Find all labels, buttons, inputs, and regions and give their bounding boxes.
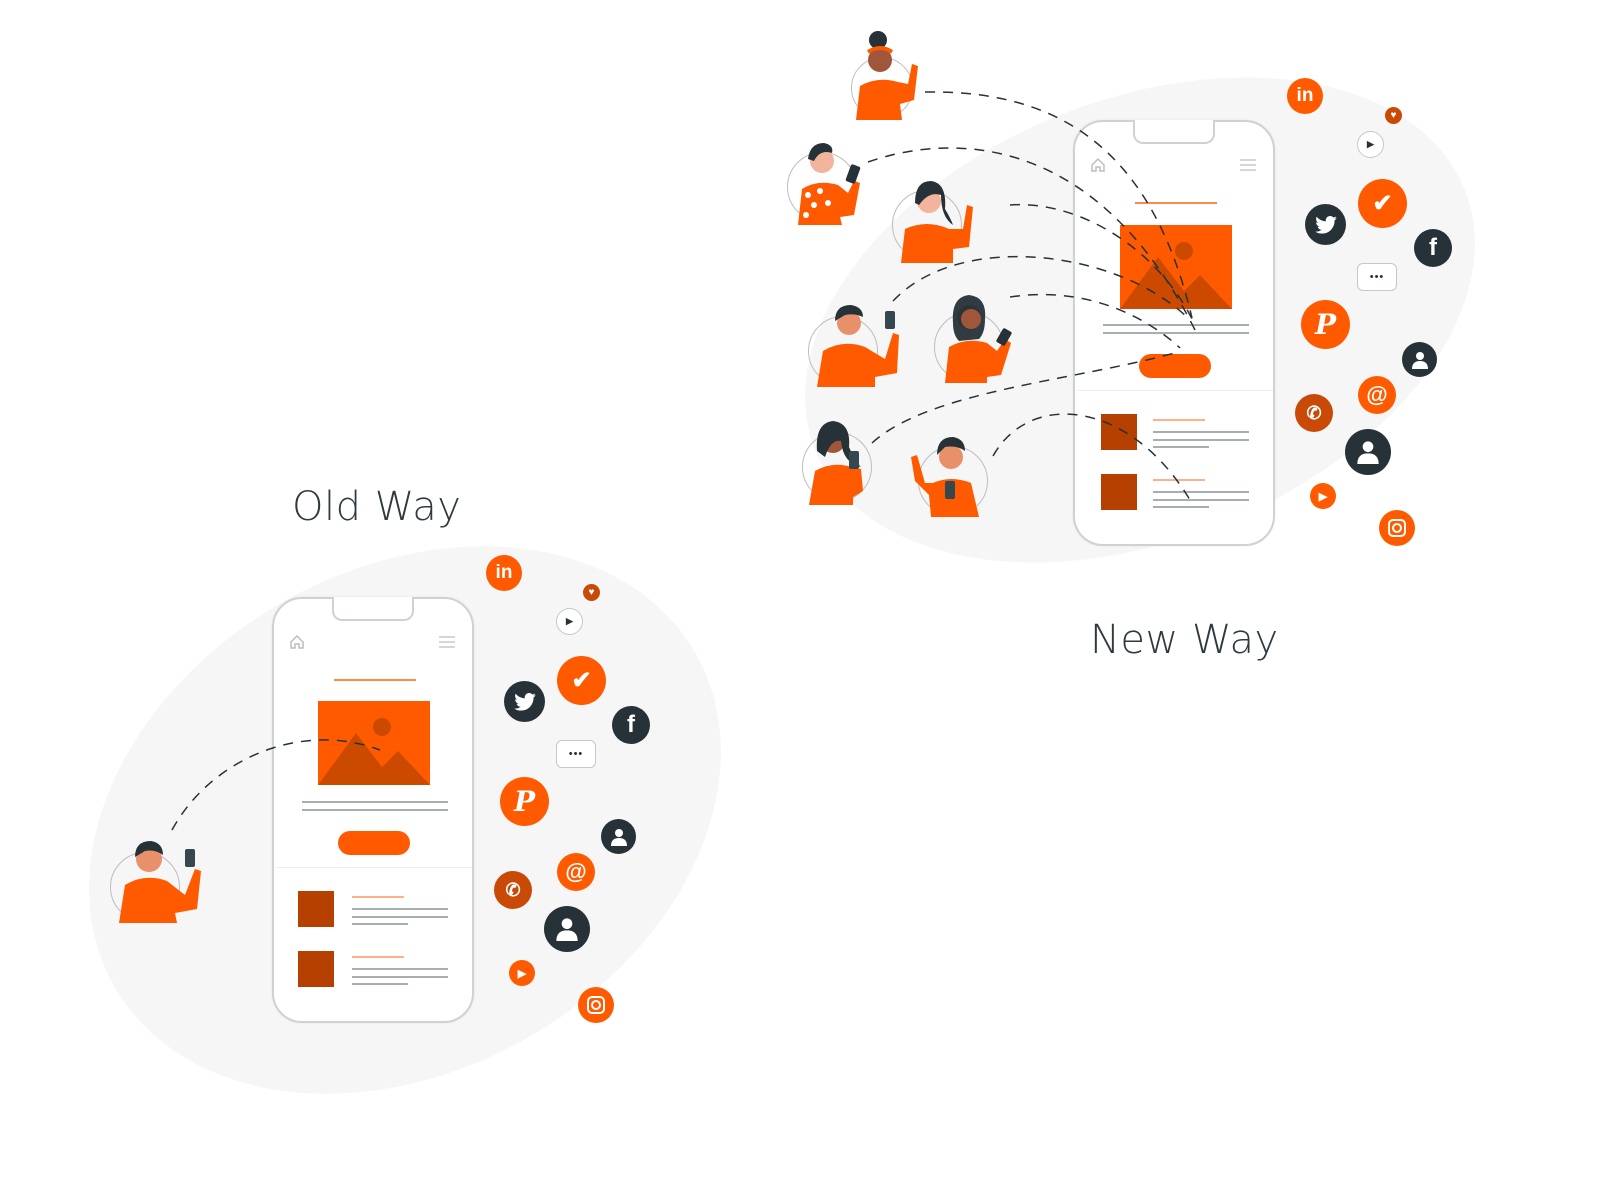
mountain-image-icon (318, 718, 430, 785)
user-large-icon (544, 906, 590, 952)
list-thumbnail (1101, 474, 1137, 510)
text-line (1153, 499, 1249, 501)
person-waving-icon (856, 31, 918, 120)
at-icon: @ (557, 853, 595, 891)
text-line (1153, 491, 1249, 493)
instagram-glyph (1388, 519, 1406, 537)
cta-button[interactable] (338, 831, 410, 855)
person-avatar (802, 421, 872, 505)
person-with-phone-icon (945, 295, 1012, 383)
text-line (1103, 332, 1249, 334)
whatsapp-icon: ✆ (1295, 394, 1333, 432)
check-icon: ✔ (557, 656, 606, 705)
text-line (352, 916, 448, 918)
menu-icon (1240, 159, 1256, 171)
user-small-icon (601, 819, 636, 854)
play-outline-icon: ▶ (556, 608, 583, 635)
text-line (352, 923, 408, 925)
user-glyph (1357, 441, 1379, 464)
user-glyph (1411, 351, 1428, 369)
phone-notch (332, 597, 414, 621)
header-accent-line (1135, 202, 1217, 204)
text-line (1153, 446, 1209, 448)
chat-bubble-icon: ••• (1357, 263, 1397, 291)
user-glyph (556, 918, 578, 941)
pinterest-icon: P (500, 777, 549, 826)
text-line (302, 801, 448, 803)
text-line (302, 809, 448, 811)
instagram-icon (578, 987, 614, 1023)
hero-image-placeholder (1120, 225, 1232, 309)
section-divider (276, 867, 472, 868)
list-thumbnail (298, 891, 334, 927)
person-with-phone-icon (119, 841, 201, 923)
person-avatar-old-way (110, 841, 201, 923)
user-glyph (610, 828, 627, 846)
person-avatar (787, 143, 861, 225)
play-outline-icon: ▶ (1357, 131, 1384, 158)
twitter-icon (1305, 204, 1346, 245)
facebook-icon: f (1414, 229, 1452, 267)
section-divider (1077, 390, 1273, 391)
facebook-icon: f (612, 706, 650, 744)
linkedin-icon: in (486, 555, 522, 591)
list-title-line (352, 956, 404, 958)
header-accent-line (334, 679, 416, 681)
at-icon: @ (1358, 376, 1396, 414)
twitter-bird-glyph (513, 692, 536, 711)
heart-icon: ♥ (583, 584, 600, 601)
twitter-bird-glyph (1314, 215, 1337, 234)
person-with-phone-icon (817, 305, 899, 387)
text-line (1103, 324, 1249, 326)
mountain-image-icon (1120, 242, 1232, 309)
person-avatar (934, 295, 1012, 383)
text-line (1153, 439, 1249, 441)
new-way-title: New Way (1090, 617, 1279, 663)
person-waving-icon (911, 437, 979, 517)
text-line (1153, 431, 1249, 433)
list-thumbnail (298, 951, 334, 987)
person-avatar (892, 181, 973, 263)
hero-image-placeholder (318, 701, 430, 785)
text-line (352, 983, 408, 985)
person-with-phone-icon (809, 421, 863, 505)
chat-bubble-icon: ••• (556, 740, 596, 768)
text-line (352, 908, 448, 910)
person-with-phone-icon (798, 143, 861, 225)
twitter-icon (504, 681, 545, 722)
old-way-phone-mockup (272, 597, 474, 1023)
person-avatar (808, 305, 899, 387)
person-avatar (851, 31, 918, 120)
play-icon: ▶ (509, 960, 535, 986)
cta-button[interactable] (1139, 354, 1211, 378)
user-large-icon (1345, 429, 1391, 475)
linkedin-icon: in (1287, 78, 1323, 114)
instagram-icon (1379, 510, 1415, 546)
user-small-icon (1402, 342, 1437, 377)
play-icon: ▶ (1310, 483, 1336, 509)
list-title-line (352, 896, 404, 898)
list-thumbnail (1101, 414, 1137, 450)
list-title-line (1153, 419, 1205, 421)
old-way-title: Old Way (292, 484, 462, 530)
person-avatar (911, 437, 988, 517)
new-way-phone-mockup (1073, 120, 1275, 546)
home-icon (290, 634, 304, 649)
whatsapp-icon: ✆ (494, 871, 532, 909)
person-waving-icon (901, 181, 973, 263)
check-icon: ✔ (1358, 179, 1407, 228)
menu-icon (439, 636, 455, 648)
list-title-line (1153, 479, 1205, 481)
home-icon (1091, 157, 1105, 172)
pinterest-icon: P (1301, 300, 1350, 349)
text-line (352, 968, 448, 970)
instagram-glyph (587, 996, 605, 1014)
phone-notch (1133, 120, 1215, 144)
text-line (352, 976, 448, 978)
heart-icon: ♥ (1385, 107, 1402, 124)
text-line (1153, 506, 1209, 508)
